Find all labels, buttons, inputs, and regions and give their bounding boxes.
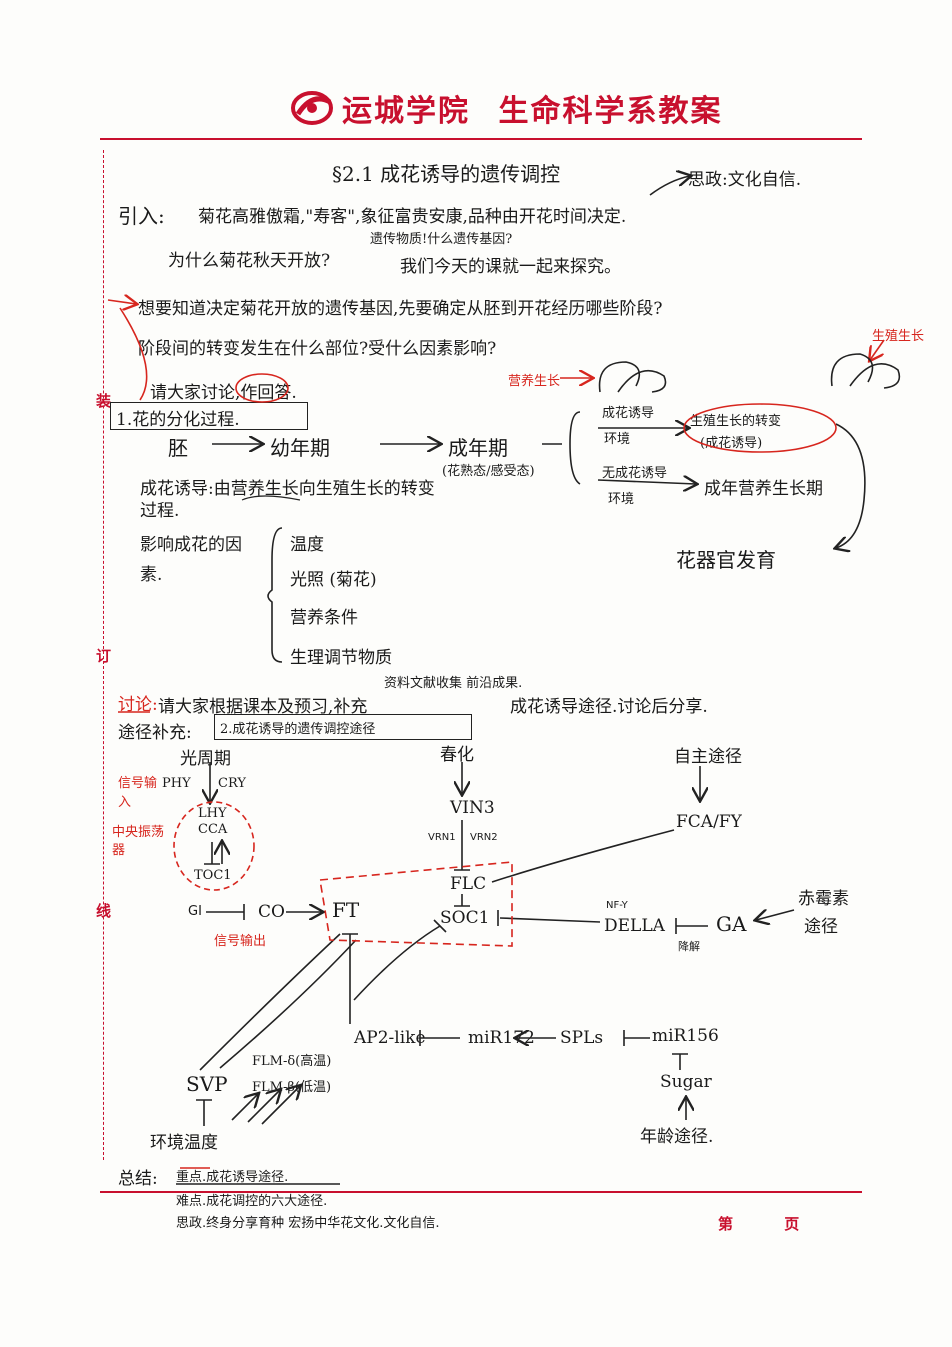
box-genetic-pathway xyxy=(214,714,472,740)
node-gi: GI xyxy=(188,904,202,919)
footer-page-number: 第 页 xyxy=(718,1213,799,1234)
stage-no-induction: 无成花诱导 xyxy=(602,466,668,481)
node-nf-y: NF-Y xyxy=(606,900,628,911)
footer-ye: 页 xyxy=(784,1215,800,1233)
node-age-pathway: 年龄途径. xyxy=(640,1127,714,1147)
intro-line1: 菊花高雅傲霜,"寿客",象征富贵安康,品种由开花时间决定. xyxy=(198,207,627,227)
stage-juvenile: 幼年期 xyxy=(270,436,330,460)
red-note-vegetative: 营养生长 xyxy=(508,374,561,389)
factors-label: 影响成花的因素. xyxy=(140,535,242,585)
school-logo-icon xyxy=(290,88,338,132)
supplement-label: 途径补充: xyxy=(118,723,192,743)
factor-nutrition: 营养条件 xyxy=(290,608,358,628)
summary-key: 重点.成花诱导途径. xyxy=(176,1170,289,1185)
discuss2-insert: 资料文献收集 前沿成果. xyxy=(384,676,523,691)
stage-induction-env: 成花诱导 xyxy=(602,406,655,421)
footer-di: 第 xyxy=(718,1215,734,1233)
node-vernalization: 春化 xyxy=(440,745,474,765)
intro-insert: 遗传物质!什么遗传基因? xyxy=(370,232,513,247)
node-svp: SVP xyxy=(186,1072,228,1096)
discuss2-label: 讨论: xyxy=(118,695,158,715)
discuss-prompt: 请大家讨论,作回答. xyxy=(150,383,297,403)
sprout-icon-vegetative xyxy=(598,361,667,393)
node-vin3: VIN3 xyxy=(450,798,495,818)
node-degrade: 降解 xyxy=(678,940,700,953)
node-ga: GA xyxy=(716,912,747,936)
node-ft: FT xyxy=(332,898,360,922)
induction-definition: 成花诱导:由营养生长向生殖生长的转变过程. xyxy=(140,479,435,521)
stage-adult-vegetative: 成年营养生长期 xyxy=(704,479,823,499)
intro-line2b: 我们今天的课就一起来探究。 xyxy=(400,257,621,277)
discuss2-tail: 成花诱导途径.讨论后分享. xyxy=(510,697,708,717)
stage-induction-env2: 环境 xyxy=(604,432,631,447)
node-cry: CRY xyxy=(218,776,246,791)
header-school: 运城学院 xyxy=(342,94,470,129)
node-cca: CCA xyxy=(198,822,228,837)
question-1: 想要知道决定菊花开放的遗传基因,先要确定从胚到开花经历哪些阶段? xyxy=(138,299,663,319)
node-env-temperature: 环境温度 xyxy=(150,1133,218,1153)
node-flc: FLC xyxy=(450,874,487,894)
node-ap2: AP2-like xyxy=(354,1028,426,1048)
box1-label: 1.花的分化过程. xyxy=(116,410,240,430)
stage-floral-organ: 花器官发育 xyxy=(676,548,776,572)
summary-sizheng: 思政.终身分享育种 宏扬中华花文化.文化自信. xyxy=(176,1216,440,1231)
stage-repro: 生殖生长的转变 xyxy=(690,414,782,429)
box2-label: 2.成花诱导的遗传调控途径 xyxy=(220,722,376,737)
node-co: CO xyxy=(258,902,285,922)
node-vrn2: VRN2 xyxy=(470,832,498,843)
stage-adult-note: (花熟态/感受态) xyxy=(442,464,535,479)
red-signal-input: 信号输入 xyxy=(118,776,158,810)
margin-xian: 线 xyxy=(96,902,112,920)
node-autonomous: 自主途径 xyxy=(674,747,742,767)
discuss2-text: 请大家根据课本及预习,补充 xyxy=(158,697,368,717)
red-central-oscillator: 中央振荡器 xyxy=(112,825,165,858)
node-gibberellin: 赤霉素 xyxy=(798,889,849,909)
header-rule xyxy=(100,138,862,140)
node-flm-delta: FLM-δ(高温) xyxy=(252,1054,332,1069)
margin-zhuang: 装 xyxy=(96,392,112,410)
header-dept: 生命科学系教案 xyxy=(498,94,723,129)
node-photoperiod: 光周期 xyxy=(180,749,231,769)
header-title: 运城学院 生命科学系教案 xyxy=(342,86,722,130)
red-signal-output: 信号输出 xyxy=(214,934,267,949)
summary-label: 总结: xyxy=(118,1169,158,1189)
intro-line2: 为什么菊花秋天开放? xyxy=(168,251,331,271)
section-title: §2.1 成花诱导的遗传调控 xyxy=(332,162,561,186)
factor-temperature: 温度 xyxy=(290,535,324,555)
margin-ding: 订 xyxy=(96,647,112,665)
sprout-icon-reproductive xyxy=(830,353,901,389)
node-mir156: miR156 xyxy=(652,1026,719,1046)
stage-adult: 成年期 xyxy=(448,436,508,460)
node-lhy: LHY xyxy=(198,806,227,821)
summary-difficulty: 难点.成花调控的六大途径. xyxy=(176,1194,328,1209)
node-sugar: Sugar xyxy=(660,1072,712,1092)
sizheng-tag: 思政:文化自信. xyxy=(688,170,802,190)
node-soc1: SOC1 xyxy=(440,908,490,928)
factor-regulators: 生理调节物质 xyxy=(290,648,392,668)
node-toc1: TOC1 xyxy=(194,868,232,883)
node-della: DELLA xyxy=(604,916,665,936)
question-2: 阶段间的转变发生在什么部位?受什么因素影响? xyxy=(138,339,497,359)
factor-light: 光照 (菊花) xyxy=(290,570,377,590)
red-note-reproductive: 生殖生长 xyxy=(872,329,925,344)
node-phy: PHY xyxy=(162,776,191,791)
intro-label: 引入: xyxy=(118,204,165,228)
node-vrn1: VRN1 xyxy=(428,832,456,843)
node-gibberellin-pathway: 途径 xyxy=(804,917,838,937)
node-fca-fy: FCA/FY xyxy=(676,812,742,832)
stage-no-induction-env: 环境 xyxy=(608,492,635,507)
box-flower-differentiation xyxy=(110,402,308,430)
stage-embryo: 胚 xyxy=(168,436,188,460)
node-spls: SPLs xyxy=(560,1028,604,1048)
binding-line xyxy=(103,150,105,1160)
